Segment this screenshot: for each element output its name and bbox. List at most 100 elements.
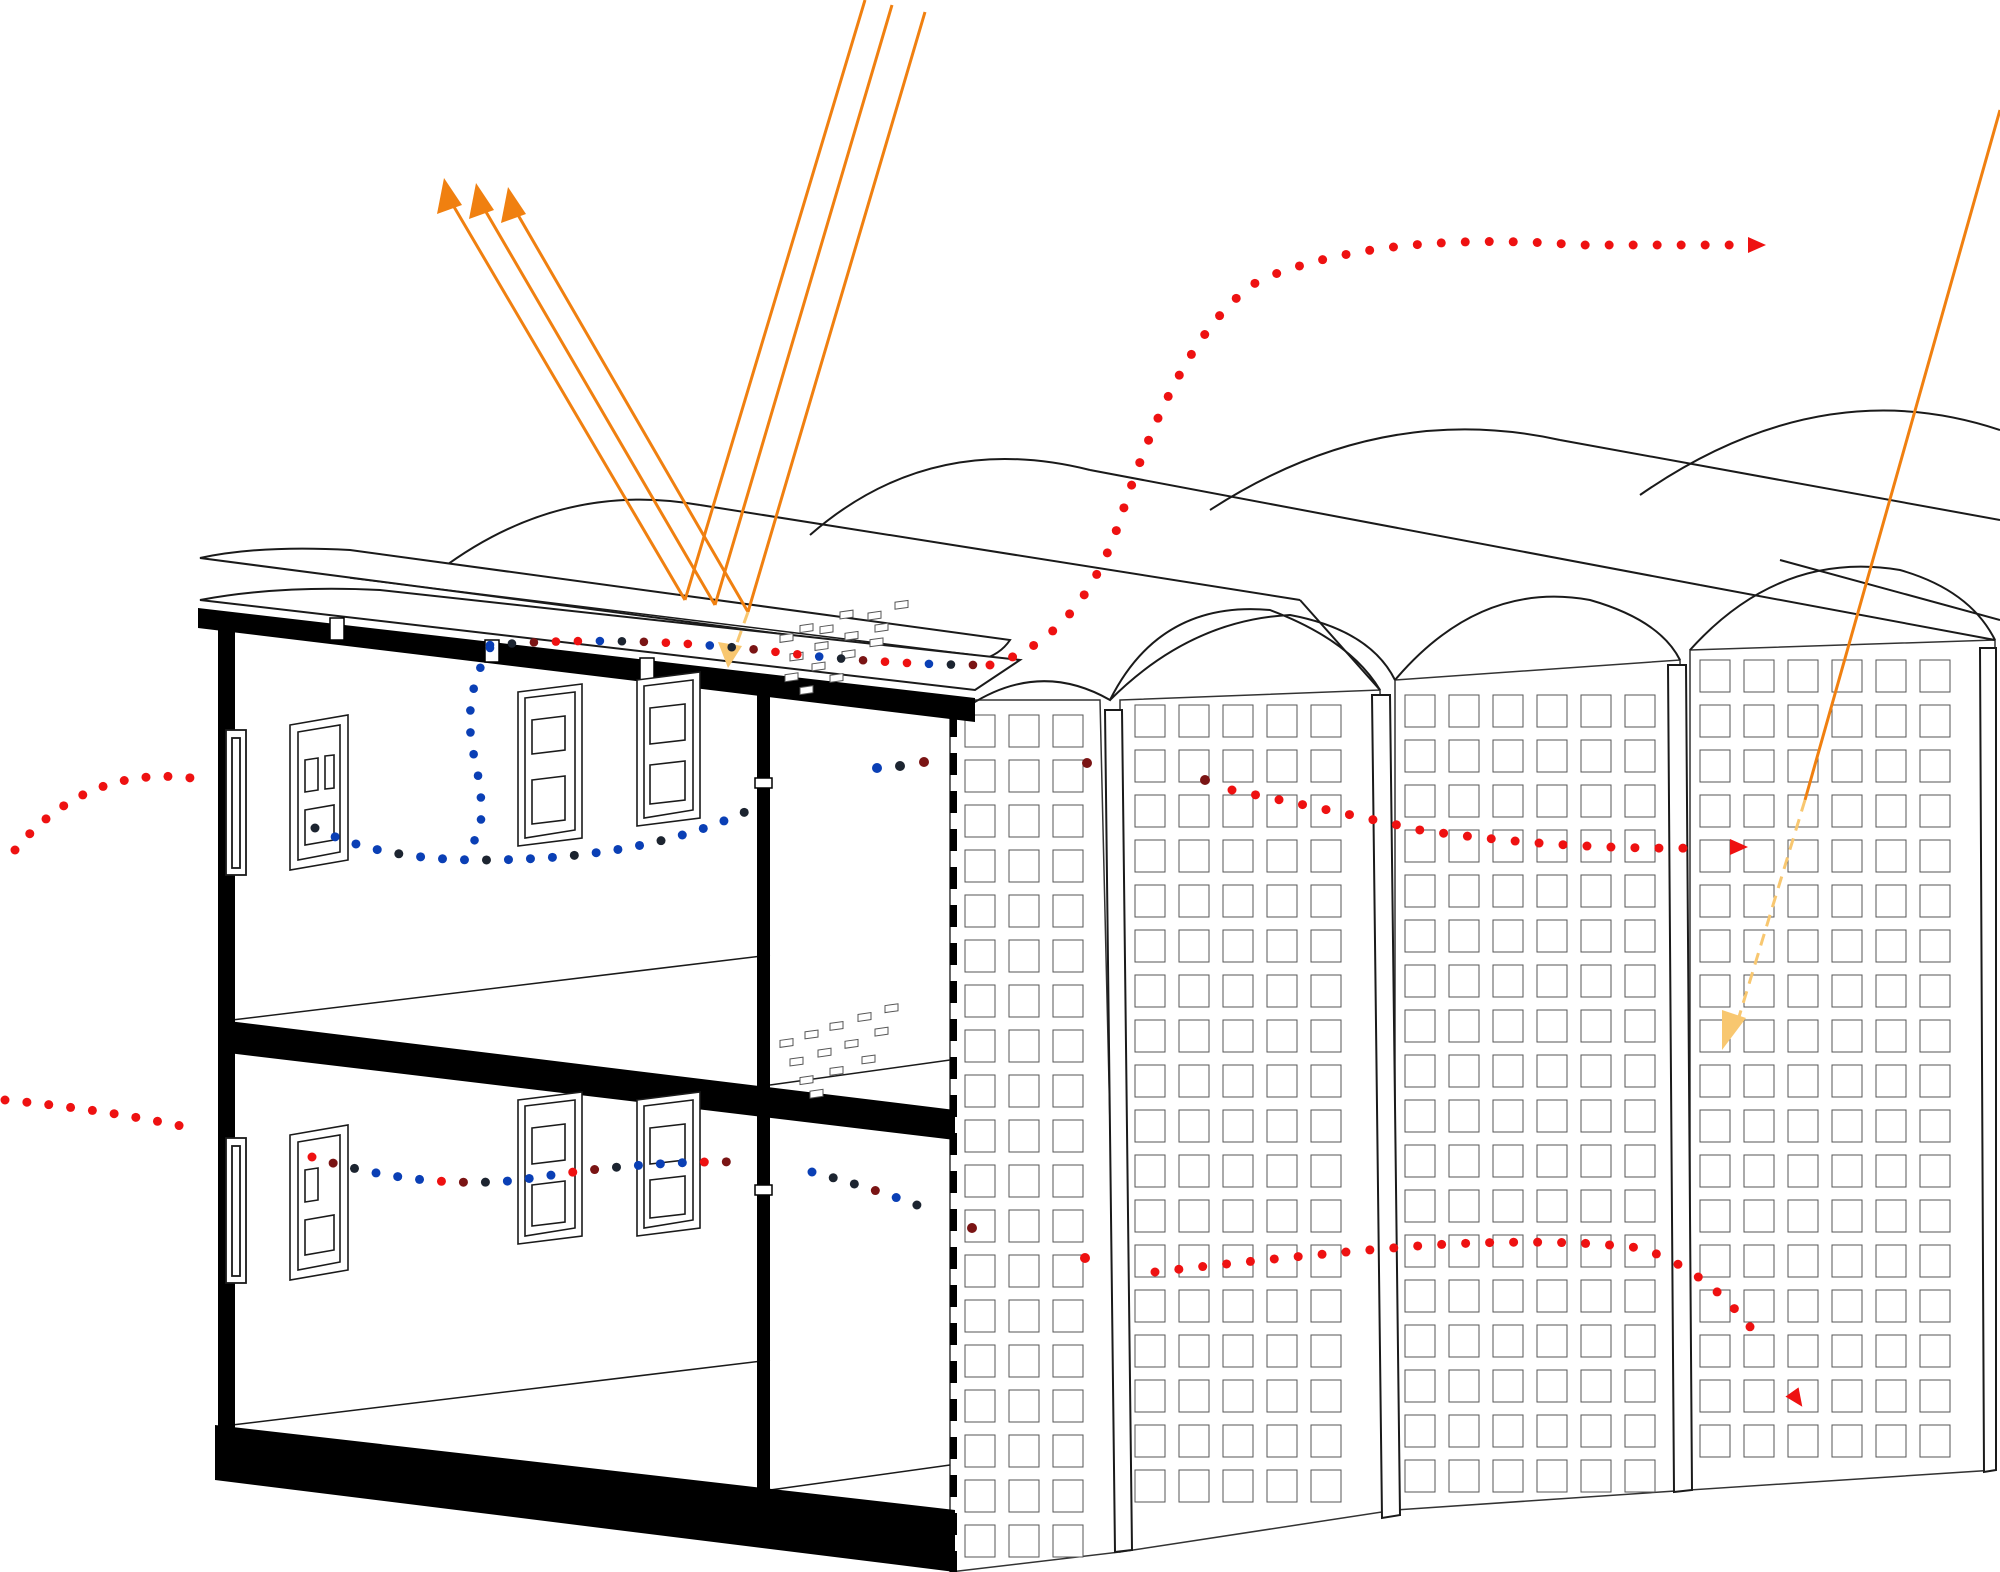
perforated-wall-segment — [950, 1019, 957, 1041]
airflow-dot — [59, 801, 69, 811]
facade-opening — [1919, 749, 1951, 783]
airflow-dot — [828, 1173, 838, 1183]
airflow-dot — [328, 1158, 338, 1168]
facade-opening — [964, 984, 996, 1018]
facade-opening — [1008, 984, 1040, 1018]
facade-opening — [1310, 1199, 1342, 1233]
vent-tile — [789, 1056, 804, 1067]
airflow-dot — [1294, 261, 1304, 271]
vent-tile — [799, 1075, 814, 1086]
facade-opening — [964, 714, 996, 748]
facade-opening — [1492, 874, 1524, 908]
transmitted-ray-arrowhead-icon — [718, 642, 742, 668]
facade-opening — [1492, 919, 1524, 953]
facade-opening — [1266, 749, 1298, 783]
airflow-dot — [524, 1173, 534, 1183]
facade-opening — [1052, 759, 1084, 793]
facade-opening — [1310, 1469, 1342, 1503]
facade-opening — [1448, 784, 1480, 818]
airflow-dot — [1186, 349, 1196, 359]
perforated-wall-segment — [950, 943, 957, 965]
facade-opening — [1787, 1109, 1819, 1143]
facade-opening — [1536, 874, 1568, 908]
facade-opening — [1404, 1324, 1436, 1358]
airflow-dot — [163, 771, 173, 781]
facade-opening — [1404, 1459, 1436, 1493]
airflow-dot — [1652, 240, 1662, 250]
airflow-dot — [466, 706, 475, 715]
facade-opening — [1699, 929, 1731, 963]
facade-opening — [1134, 839, 1166, 873]
airflow-dot — [469, 684, 478, 693]
reflected-sun-ray-3 — [512, 207, 750, 613]
facade-opening — [1580, 1279, 1612, 1313]
airflow-dot — [119, 775, 129, 785]
facade-screen — [949, 639, 1996, 1572]
facade-opening — [1875, 974, 1907, 1008]
facade-opening — [1536, 1144, 1568, 1178]
facade-opening — [1536, 964, 1568, 998]
airflow-dot — [466, 728, 475, 737]
facade-opening — [1624, 1099, 1656, 1133]
facade-opening — [1008, 939, 1040, 973]
airflow-dot — [502, 1176, 512, 1186]
airflow-dot — [1581, 1238, 1591, 1248]
facade-opening — [1310, 839, 1342, 873]
perforated-wall-segment — [950, 1133, 957, 1155]
facade-opening — [1008, 894, 1040, 928]
airflow-dot — [880, 657, 890, 667]
airflow-dot — [1412, 240, 1422, 250]
facade-opening — [1008, 1119, 1040, 1153]
facade-opening — [1178, 1019, 1210, 1053]
airflow-dot — [1368, 815, 1378, 825]
facade-opening — [1222, 794, 1254, 828]
facade-opening — [1743, 1154, 1775, 1188]
airflow-dot — [349, 1163, 359, 1173]
airflow-dot — [1198, 1262, 1208, 1272]
facade-opening — [1787, 1424, 1819, 1458]
airflow-dot — [1048, 626, 1058, 636]
facade-opening — [1052, 1434, 1084, 1468]
facade-opening — [1134, 794, 1166, 828]
airflow-dot — [1391, 820, 1401, 830]
facade-opening — [1404, 1279, 1436, 1313]
facade-opening — [1448, 1279, 1480, 1313]
facade-opening — [1743, 1019, 1775, 1053]
facade-opening — [1743, 1109, 1775, 1143]
airflow-dot — [568, 1167, 578, 1177]
airflow-dot — [912, 1200, 922, 1210]
facade-opening — [1875, 839, 1907, 873]
facade-opening — [1624, 1279, 1656, 1313]
facade-opening — [1178, 839, 1210, 873]
airflow-dot — [503, 855, 513, 865]
airflow-dot — [485, 643, 495, 653]
roof-front-arch-1 — [969, 608, 1381, 706]
airflow-dot — [661, 638, 671, 647]
airflow-dot — [946, 660, 956, 669]
facade-opening — [1404, 874, 1436, 908]
facade-opening — [964, 1119, 996, 1153]
facade-opening — [1875, 884, 1907, 918]
airflow-dot — [639, 637, 649, 647]
airflow-dot — [41, 814, 51, 824]
airflow-dot — [476, 663, 485, 673]
roof-front-arch-4 — [1689, 565, 1996, 651]
facade-opening — [1536, 1414, 1568, 1448]
facade-opening — [1875, 1289, 1907, 1323]
facade-opening — [1831, 974, 1863, 1008]
facade-opening — [1404, 1054, 1436, 1088]
facade-opening — [1492, 1099, 1524, 1133]
airflow-dot — [307, 1152, 317, 1162]
perforated-wall-segment — [950, 753, 957, 775]
facade-opening — [1052, 894, 1084, 928]
facade-opening — [1624, 784, 1656, 818]
airflow-dot — [1174, 370, 1184, 380]
facade-opening — [1831, 659, 1863, 693]
facade-opening — [1831, 1334, 1863, 1368]
facade-opening — [1448, 874, 1480, 908]
facade-opening — [1052, 849, 1084, 883]
facade-opening — [1875, 749, 1907, 783]
facade-opening — [1222, 1334, 1254, 1368]
airflow-dot — [807, 1167, 817, 1177]
airflow-dot — [1321, 805, 1331, 815]
